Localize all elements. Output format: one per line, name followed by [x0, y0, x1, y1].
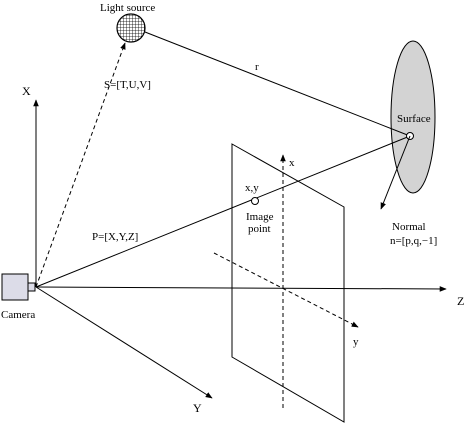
r-label: r [255, 61, 259, 73]
p-vector-label: P=[X,Y,Z] [92, 231, 138, 243]
normal-label: Normal [392, 221, 426, 233]
normal-vector-line [380, 135, 411, 210]
x-axis-label: X [22, 84, 31, 98]
light-source-icon [116, 13, 146, 43]
image-point-marker [251, 197, 259, 205]
s-vector-label: S=[T,U,V] [104, 79, 151, 91]
z-axis-label: Z [457, 294, 464, 308]
camera-label: Camera [1, 309, 35, 321]
r-ray [144, 31, 411, 137]
image-y-label: y [353, 336, 359, 348]
image-plane [231, 143, 345, 423]
p-vector-line [35, 135, 411, 288]
xy-label: x,y [245, 182, 259, 194]
image-y-axis [213, 252, 359, 328]
surface-label: Surface [397, 113, 431, 125]
image-x-label: x [289, 157, 295, 169]
s-vector-line [35, 42, 126, 288]
light-source-label: Light source [100, 2, 155, 14]
camera-lens [27, 282, 36, 292]
image-point-label: Image [246, 211, 274, 223]
image-point-label-2: point [248, 223, 271, 235]
z-axis-line [35, 286, 447, 292]
camera-body [1, 273, 29, 301]
y-axis-line [35, 286, 213, 399]
y-axis-label: Y [193, 401, 202, 415]
normal-vector-label: n=[p,q,−1] [390, 235, 437, 247]
